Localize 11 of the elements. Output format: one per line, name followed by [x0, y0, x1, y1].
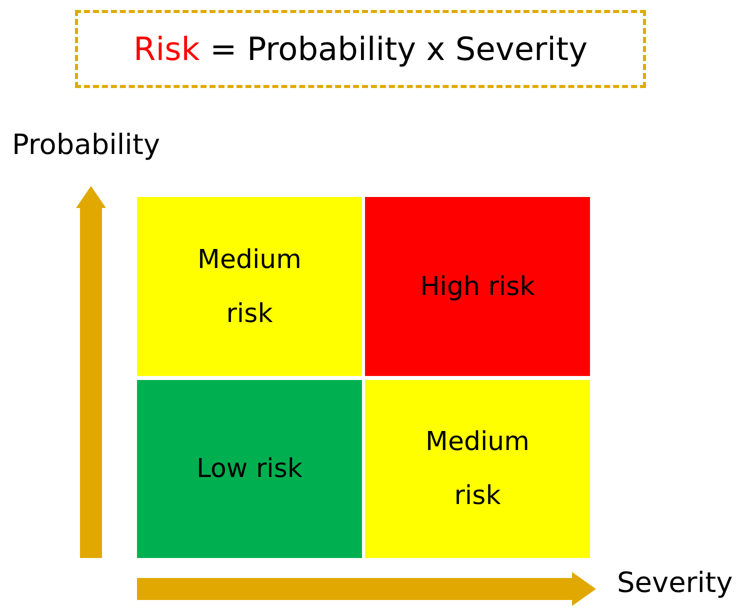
formula-title: Risk = Probability x Severity	[133, 30, 588, 68]
risk-cell	[365, 197, 590, 376]
axis-label: Severity	[617, 566, 733, 599]
risk-cell	[137, 380, 362, 558]
risk-level-text: High risk	[419, 270, 536, 304]
risk-level-text: Low risk	[196, 453, 304, 486]
risk-level-text: Medium risk	[196, 244, 302, 330]
axis-label: Probability	[12, 128, 160, 161]
risk-cell	[365, 380, 590, 558]
risk-level-text: Medium risk	[424, 426, 530, 513]
risk-cell	[137, 197, 362, 376]
